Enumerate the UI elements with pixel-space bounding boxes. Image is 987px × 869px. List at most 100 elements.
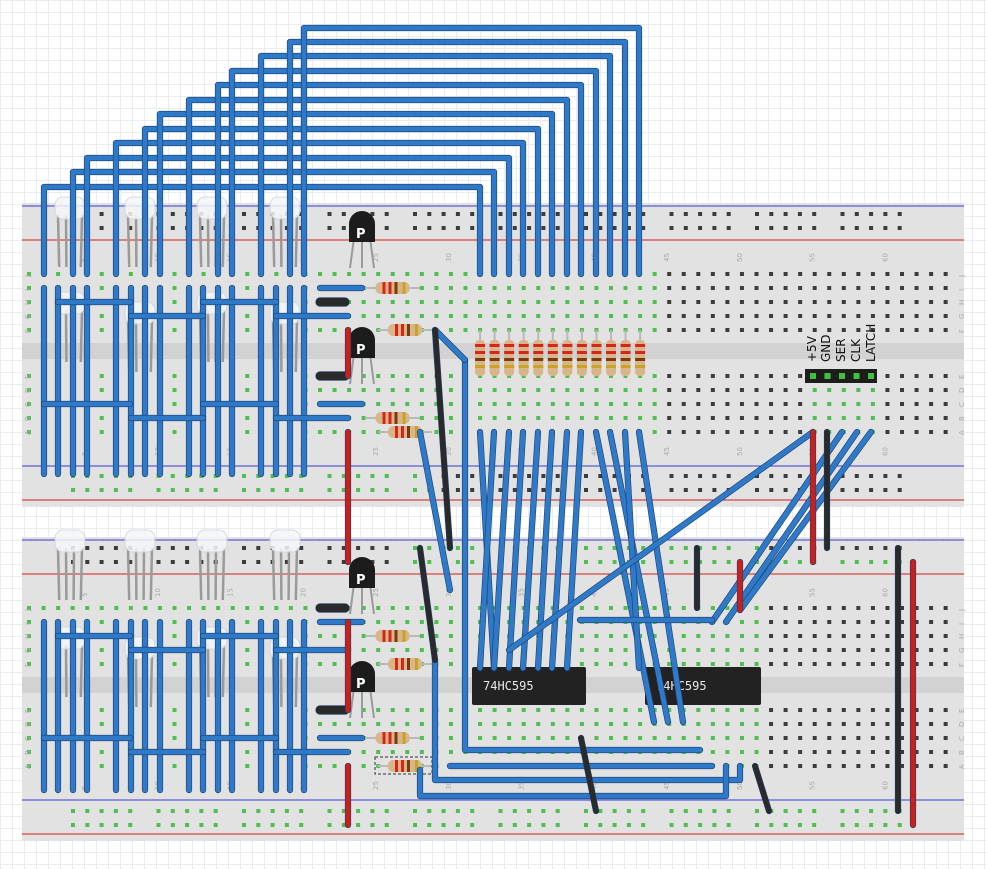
hole — [99, 823, 104, 827]
hole — [609, 722, 613, 726]
hole — [841, 736, 846, 740]
hole — [405, 708, 410, 712]
hole — [900, 374, 904, 378]
hole — [245, 328, 250, 332]
resistor-band — [606, 358, 616, 361]
hole — [270, 488, 275, 492]
hole — [579, 722, 584, 726]
hole — [897, 226, 902, 230]
hole — [854, 560, 859, 564]
hole — [798, 620, 803, 624]
hole — [769, 286, 774, 290]
hole — [943, 388, 948, 392]
hole — [883, 809, 888, 813]
chip-74hc595-left: 74HC595 — [472, 667, 586, 705]
hole — [584, 823, 588, 827]
hole — [598, 546, 603, 550]
hole — [710, 300, 715, 304]
hole — [507, 736, 512, 740]
hole — [318, 634, 322, 638]
hole — [696, 272, 701, 276]
hole — [856, 736, 861, 740]
header-pin — [824, 373, 831, 379]
hole — [536, 606, 541, 610]
hole — [284, 474, 289, 478]
hole — [667, 388, 672, 392]
hole — [769, 402, 774, 406]
hole — [99, 560, 104, 564]
hole — [270, 823, 275, 827]
hole — [245, 286, 250, 290]
hole — [594, 708, 599, 712]
hole — [840, 226, 845, 230]
hole — [840, 546, 845, 550]
hole — [725, 736, 730, 740]
hole — [798, 328, 803, 332]
resistor-band — [533, 344, 544, 347]
hole — [507, 606, 512, 610]
transistor-leg — [369, 687, 375, 719]
hole — [565, 736, 570, 740]
hole — [27, 708, 31, 712]
resistor — [365, 282, 420, 294]
hole — [623, 606, 628, 610]
hole — [356, 488, 361, 492]
hole — [641, 488, 646, 492]
hole — [623, 388, 628, 392]
hole — [390, 388, 395, 392]
hole — [856, 722, 861, 726]
hole — [361, 272, 366, 276]
hole — [128, 560, 133, 564]
hole — [798, 374, 803, 378]
resistor — [378, 658, 432, 670]
hole — [841, 388, 846, 392]
hole — [669, 226, 674, 230]
led-leg — [294, 547, 299, 601]
hole — [710, 388, 715, 392]
hole — [565, 300, 570, 304]
hole — [579, 634, 584, 638]
hole — [696, 662, 701, 666]
hole — [683, 212, 688, 216]
hole — [594, 388, 599, 392]
wire — [506, 429, 526, 671]
hole — [27, 314, 31, 318]
hole — [797, 560, 802, 564]
led-leg — [126, 214, 131, 268]
transistor-label: P — [356, 343, 366, 358]
hole — [99, 226, 104, 230]
hole — [579, 402, 584, 406]
hole — [769, 736, 774, 740]
hole — [827, 648, 832, 652]
hole — [870, 736, 875, 740]
hole — [478, 736, 483, 740]
hole — [390, 708, 395, 712]
hole — [609, 416, 613, 420]
hole — [384, 809, 389, 813]
hole — [521, 286, 526, 290]
hole — [798, 764, 803, 768]
resistor-band — [591, 351, 602, 354]
row-label: F — [958, 329, 966, 333]
resistor-band — [489, 351, 500, 354]
hole — [914, 374, 919, 378]
hole — [900, 314, 904, 318]
header-label-ser: SER — [834, 338, 848, 362]
hole — [681, 648, 686, 652]
hole — [527, 212, 532, 216]
hole — [754, 606, 759, 610]
hole — [536, 286, 541, 290]
hole — [914, 736, 919, 740]
hole — [725, 708, 730, 712]
hole — [113, 809, 118, 813]
hole — [914, 750, 919, 754]
row-label: H — [24, 634, 32, 639]
hole — [755, 474, 759, 478]
hole — [99, 606, 104, 610]
hole — [598, 226, 603, 230]
hole — [754, 314, 759, 318]
hole — [812, 708, 817, 712]
hole — [170, 226, 175, 230]
wire — [186, 97, 570, 277]
hole — [929, 430, 934, 434]
